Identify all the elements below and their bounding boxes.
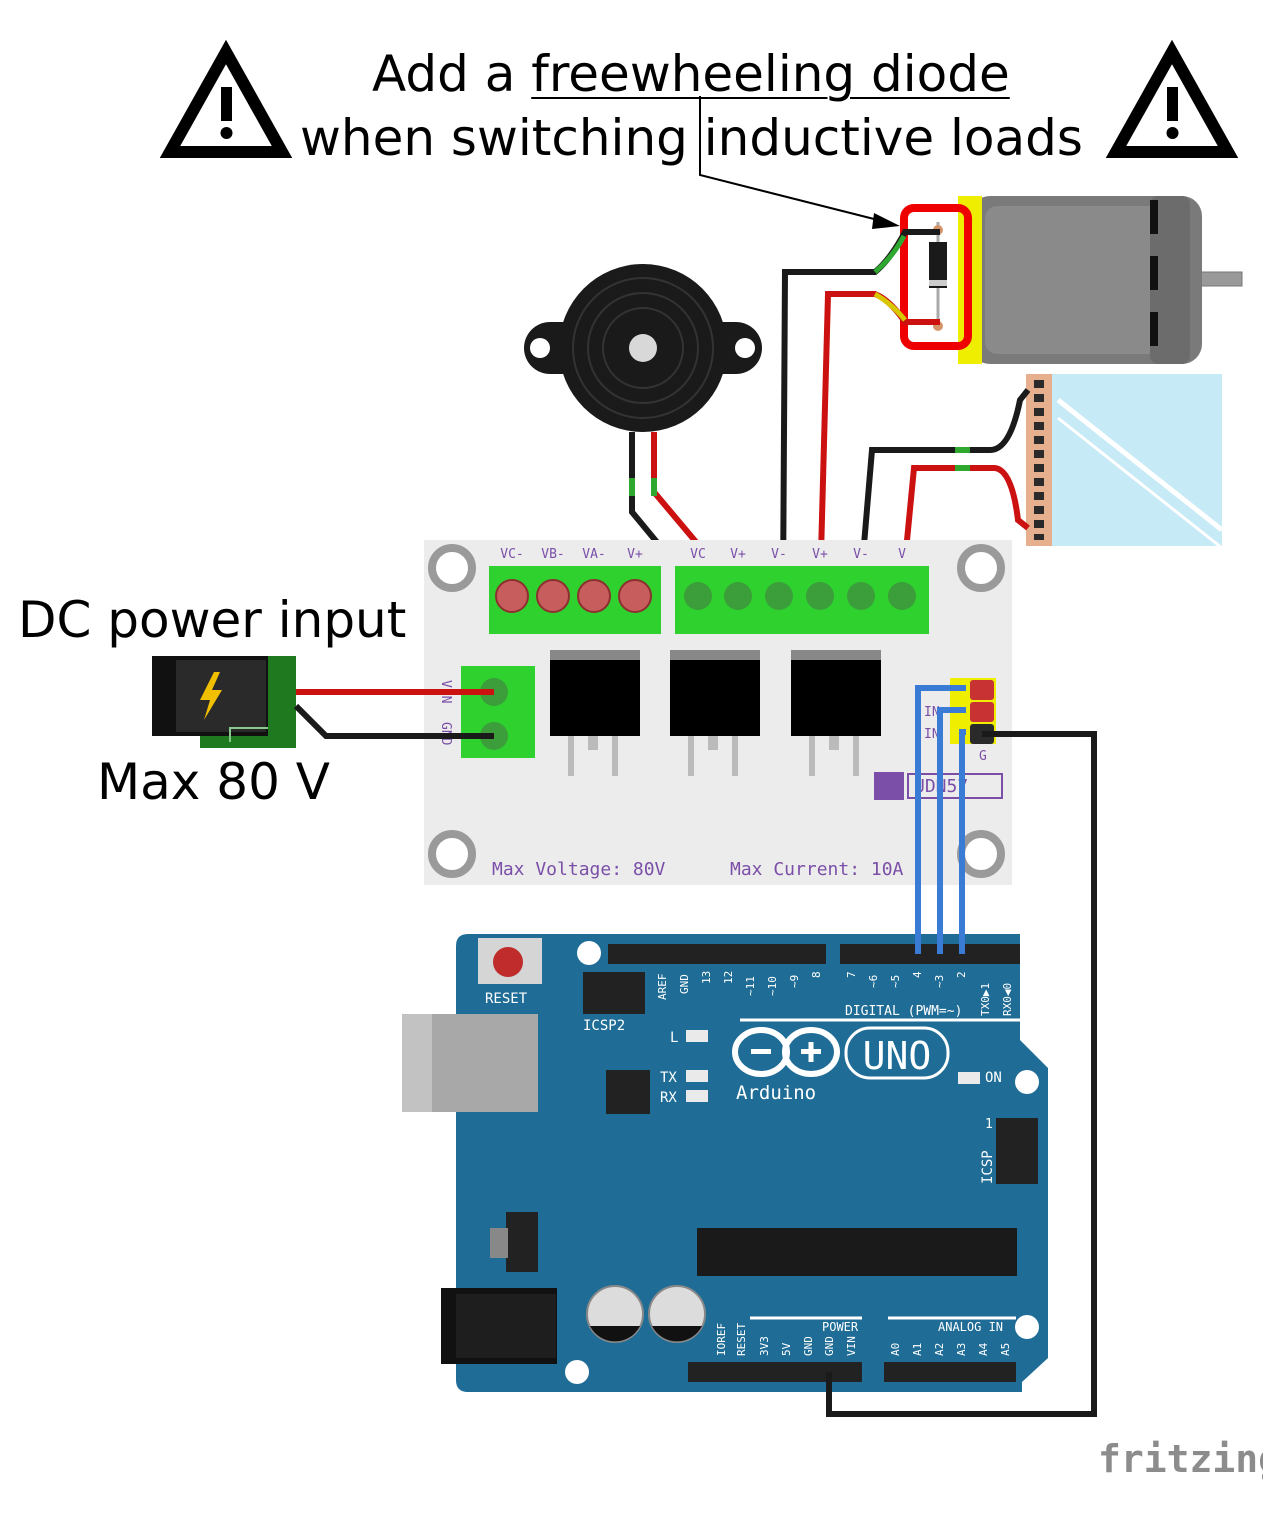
icsp-pin-label: 1	[985, 1117, 993, 1132]
pin-label: IOREF	[715, 1323, 728, 1356]
piezo-buzzer	[524, 264, 762, 432]
ground-wire	[826, 731, 1097, 1417]
pin-label: RX0◀0	[1001, 983, 1014, 1016]
digital-label: DIGITAL (PWM=~)	[845, 1004, 962, 1019]
arduino-uno	[402, 934, 1048, 1392]
pin-label: AREF	[656, 974, 669, 1001]
pin-label: A3	[955, 1343, 968, 1356]
max-voltage-rating: Max 80 V	[97, 753, 330, 811]
lightning-icon	[200, 672, 222, 720]
terminal-label: VC-	[500, 547, 523, 562]
pin-label: ~10	[766, 976, 779, 996]
reset-label: RESET	[485, 991, 528, 1007]
terminal-label: V+	[730, 547, 746, 562]
analog-label: ANALOG IN	[938, 1320, 1003, 1334]
pin-label: VIN	[845, 1336, 858, 1356]
header-label: IN	[924, 727, 940, 742]
icsp-label: ICSP	[980, 1150, 996, 1184]
pin-label: ~6	[867, 975, 880, 988]
terminal-label: V-	[853, 547, 869, 562]
power-wires	[293, 689, 494, 739]
mosfet-2	[670, 650, 760, 776]
arduino-model: UNO	[863, 1034, 932, 1078]
signal-wires	[915, 685, 966, 954]
terminal-label: V+	[812, 547, 828, 562]
pin-label: A4	[977, 1342, 990, 1356]
pin-label: 12	[722, 971, 735, 984]
terminal-label: V-	[771, 547, 787, 562]
max-current-label: Max Current: 10A	[730, 859, 904, 880]
terminal-label: VB-	[541, 547, 564, 562]
power-label: POWER	[822, 1320, 859, 1334]
motor-wires	[780, 229, 940, 593]
pin-label: ~11	[744, 976, 757, 996]
pin-label: TX0▶1	[979, 983, 992, 1016]
heater-wires	[857, 388, 1031, 593]
pin-label: ~9	[788, 975, 801, 988]
dc-power-jack	[152, 656, 296, 748]
heading-line-2: when switching inductive loads	[300, 109, 1083, 167]
pin-label: A2	[933, 1343, 946, 1356]
pin-label: A5	[999, 1343, 1012, 1356]
fritzing-watermark: fritzing	[1098, 1437, 1263, 1481]
icsp2-label: ICSP2	[583, 1018, 625, 1034]
dc-power-input-label: DC power input	[18, 591, 407, 649]
pin-label: ~5	[889, 975, 902, 988]
arduino-logo-icon	[732, 1027, 840, 1077]
header-label: IN	[924, 705, 940, 720]
led-l-label: L	[670, 1030, 678, 1046]
pin-label: GND	[823, 1336, 836, 1356]
pin-label: GND	[678, 974, 691, 994]
terminal-label: V	[898, 547, 906, 562]
pin-label: 4	[911, 971, 924, 978]
pin-label: 7	[845, 971, 858, 978]
pin-label: 13	[700, 971, 713, 984]
led-tx-label: TX	[660, 1070, 677, 1086]
terminal-labels: VC- VB- VA- V+ VC V+ V- V+ V- V VIN GND …	[438, 547, 987, 880]
heading-prefix: Add a	[372, 45, 532, 103]
pin-label: A1	[911, 1343, 924, 1356]
warning-icon-left	[159, 39, 293, 158]
arduino-brand: Arduino	[736, 1082, 816, 1104]
pin-label: ~3	[933, 975, 946, 988]
pin-label: 2	[955, 971, 968, 978]
freewheeling-diode	[929, 222, 947, 331]
arduino-labels: RESET ICSP2 ICSP 1 DIGITAL (PWM=~) Ardui…	[485, 971, 1014, 1356]
terminal-label: V+	[627, 547, 643, 562]
led-on-label: ON	[985, 1070, 1002, 1086]
heating-element	[1026, 374, 1224, 550]
heading-line-1: Add a freewheeling diode	[372, 44, 1010, 104]
dc-motor	[958, 196, 1243, 364]
callout-arrow	[699, 96, 900, 229]
pin-label: A0	[889, 1343, 902, 1356]
pin-label: 5V	[780, 1342, 793, 1356]
warning-icon-right	[1105, 39, 1239, 158]
max-voltage-label: Max Voltage: 80V	[492, 859, 666, 880]
pin-label: RESET	[735, 1323, 748, 1356]
mosfet-1	[550, 650, 640, 776]
terminal-label: VA-	[582, 547, 605, 562]
led-rx-label: RX	[660, 1090, 677, 1106]
pin-label: 3V3	[758, 1336, 771, 1356]
diode-highlight-box	[900, 204, 972, 350]
pin-label: 8	[810, 971, 823, 978]
header-label: G	[979, 749, 987, 764]
mosfet-3	[791, 650, 881, 776]
terminal-label: VC	[690, 547, 706, 562]
freewheeling-diode-link[interactable]: freewheeling diode	[531, 45, 1010, 103]
pin-label: GND	[802, 1336, 815, 1356]
